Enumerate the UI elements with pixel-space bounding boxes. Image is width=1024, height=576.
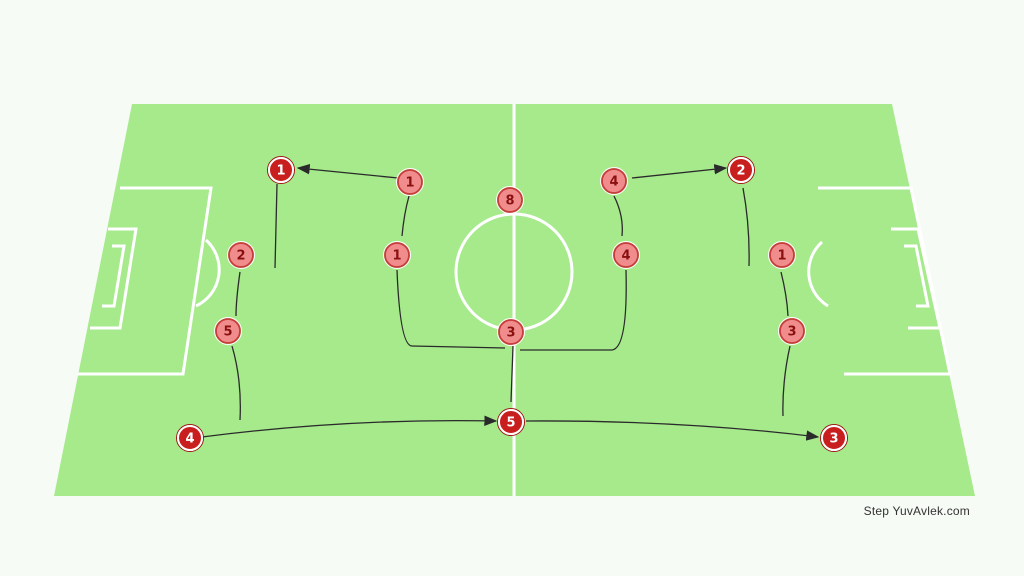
left-penalty-arc: [195, 238, 221, 308]
run-line-m7: [396, 269, 506, 349]
marker-circle: [613, 242, 639, 268]
marker-label: 1: [777, 249, 786, 264]
marker-label: 3: [506, 326, 515, 341]
run-line-m9-m12: [780, 271, 789, 317]
player-marker-m14: 5: [497, 408, 525, 436]
arrow-m4-to-m5: [631, 164, 728, 179]
marker-label: 4: [609, 175, 618, 190]
marker-label: 3: [829, 432, 838, 447]
marker-ring: [497, 318, 525, 346]
marker-label: 1: [392, 249, 401, 264]
left-penalty-area: [78, 186, 213, 376]
run-line-m1: [274, 183, 278, 269]
marker-circle: [769, 242, 795, 268]
player-marker-m10: 5: [214, 317, 242, 345]
right-penalty-arc: [807, 240, 829, 308]
marker-circle: [397, 169, 423, 195]
marker-circle: [779, 318, 805, 344]
player-marker-m5: 2: [727, 156, 755, 184]
player-marker-m13: 4: [176, 424, 204, 452]
player-marker-m2: 1: [396, 168, 424, 196]
marker-ring: [768, 241, 796, 269]
marker-circle: [215, 318, 241, 344]
marker-circle: [821, 425, 847, 451]
run-line-m11-m14: [510, 345, 514, 403]
run-line-m10: [231, 345, 241, 421]
marker-circle: [498, 319, 524, 345]
marker-ring: [820, 424, 848, 452]
player-marker-m7: 1: [383, 241, 411, 269]
marker-circle: [601, 168, 627, 194]
arrow-m2-to-m1: [296, 163, 399, 179]
marker-circle: [228, 242, 254, 268]
player-marker-m11: 3: [497, 318, 525, 346]
right-goal-area: [891, 227, 942, 330]
marker-ring: [383, 241, 411, 269]
player-marker-m3: 8: [496, 186, 524, 214]
run-line-m12: [782, 345, 791, 417]
marker-ring: [396, 168, 424, 196]
marker-ring: [214, 317, 242, 345]
left-goal-area: [90, 227, 138, 330]
marker-label: 8: [505, 194, 514, 209]
marker-label: 1: [276, 164, 285, 179]
marker-circle: [728, 157, 754, 183]
marker-circle: [497, 187, 523, 213]
marker-label: 5: [506, 416, 515, 431]
marker-ring: [496, 186, 524, 214]
run-line-m4-m8: [613, 195, 623, 237]
player-marker-m8: 4: [612, 241, 640, 269]
marker-label: 4: [185, 432, 194, 447]
run-line-m5: [742, 187, 750, 267]
marker-label: 1: [405, 176, 414, 191]
arrow-m13-to-m14: [201, 415, 498, 438]
right-goal: [904, 244, 930, 308]
run-line-m6-m10: [235, 271, 241, 317]
player-marker-m1: 1: [267, 156, 295, 184]
left-goal: [102, 244, 126, 308]
marker-ring: [497, 408, 525, 436]
player-marker-m15: 3: [820, 424, 848, 452]
arrow-m14-to-m15: [525, 420, 820, 441]
watermark-text: Step YuvAvlek.com: [863, 504, 970, 518]
player-marker-m9: 1: [768, 241, 796, 269]
run-line-m2-m7: [401, 195, 410, 237]
run-line-m8: [520, 269, 627, 351]
player-marker-m4: 4: [600, 167, 628, 195]
marker-label: 4: [621, 249, 630, 264]
marker-ring: [778, 317, 806, 345]
marker-circle: [177, 425, 203, 451]
marker-label: 5: [223, 325, 232, 340]
marker-ring: [600, 167, 628, 195]
marker-label: 3: [787, 325, 796, 340]
player-markers: 1 1 8 4 2 2 1 4 1 5 3 3 4 5 3: [176, 156, 848, 452]
movement-lines: [201, 163, 820, 441]
marker-circle: [384, 242, 410, 268]
marker-circle: [268, 157, 294, 183]
player-marker-m12: 3: [778, 317, 806, 345]
marker-ring: [612, 241, 640, 269]
marker-ring: [267, 156, 295, 184]
marker-ring: [727, 156, 755, 184]
marker-ring: [176, 424, 204, 452]
marker-label: 2: [736, 164, 745, 179]
marker-label: 2: [236, 249, 245, 264]
marker-circle: [498, 409, 524, 435]
player-marker-m6: 2: [227, 241, 255, 269]
marker-ring: [227, 241, 255, 269]
